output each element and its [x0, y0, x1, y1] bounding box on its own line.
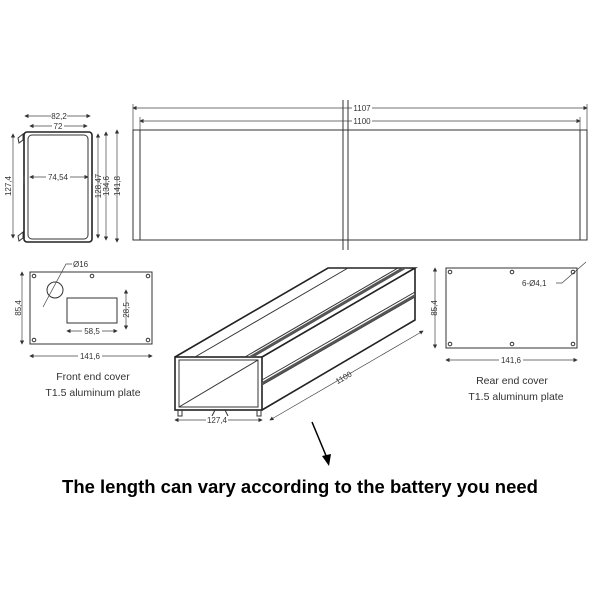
side-view: 1107 1100 [132, 100, 588, 250]
rear-caption-1: Rear end cover [476, 375, 548, 387]
dim-width: 127,4 [207, 416, 228, 425]
dim-cutout-height: 28,5 [122, 302, 131, 318]
headline: The length can vary according to the bat… [62, 476, 538, 497]
dim-height-1: 128,47 [94, 173, 103, 198]
dim-width: 141,6 [80, 352, 101, 361]
dim-width: 141,6 [501, 356, 522, 365]
rear-caption-2: T1.5 aluminum plate [468, 391, 563, 403]
front-caption-2: T1.5 aluminum plate [45, 387, 140, 399]
dim-height: 85,4 [430, 300, 439, 316]
dim-inner-span: 74,54 [48, 173, 69, 182]
arrow-down-icon [322, 454, 331, 466]
dim-height: 85,4 [14, 300, 23, 316]
dim-width-inner: 72 [54, 122, 63, 131]
front-caption-1: Front end cover [56, 371, 130, 383]
dim-length-overall: 1107 [353, 104, 371, 113]
dim-holes: 6-Ø4,1 [522, 279, 547, 288]
profile-view: 82,2 72 74,54 127,4 128,47 134,6 141,8 [4, 112, 122, 243]
iso-view: 127,4 1100 [174, 267, 424, 466]
dim-cutout-width: 58,5 [84, 327, 100, 336]
rear-end-cover: 6-Ø4,1 85,4 141,6 Rear end cover T1.5 al… [430, 261, 587, 403]
dim-width-outer: 82,2 [51, 112, 67, 121]
dim-length: 1100 [334, 369, 354, 386]
front-end-cover: Ø16 58,5 28,5 85,4 141,6 Front end cover… [14, 260, 153, 399]
dim-height-2: 134,6 [102, 175, 111, 196]
dim-length-body: 1100 [353, 117, 371, 126]
dim-height-left: 127,4 [4, 175, 13, 196]
dim-hole-dia: Ø16 [73, 260, 89, 269]
dim-height-3: 141,8 [113, 175, 122, 196]
